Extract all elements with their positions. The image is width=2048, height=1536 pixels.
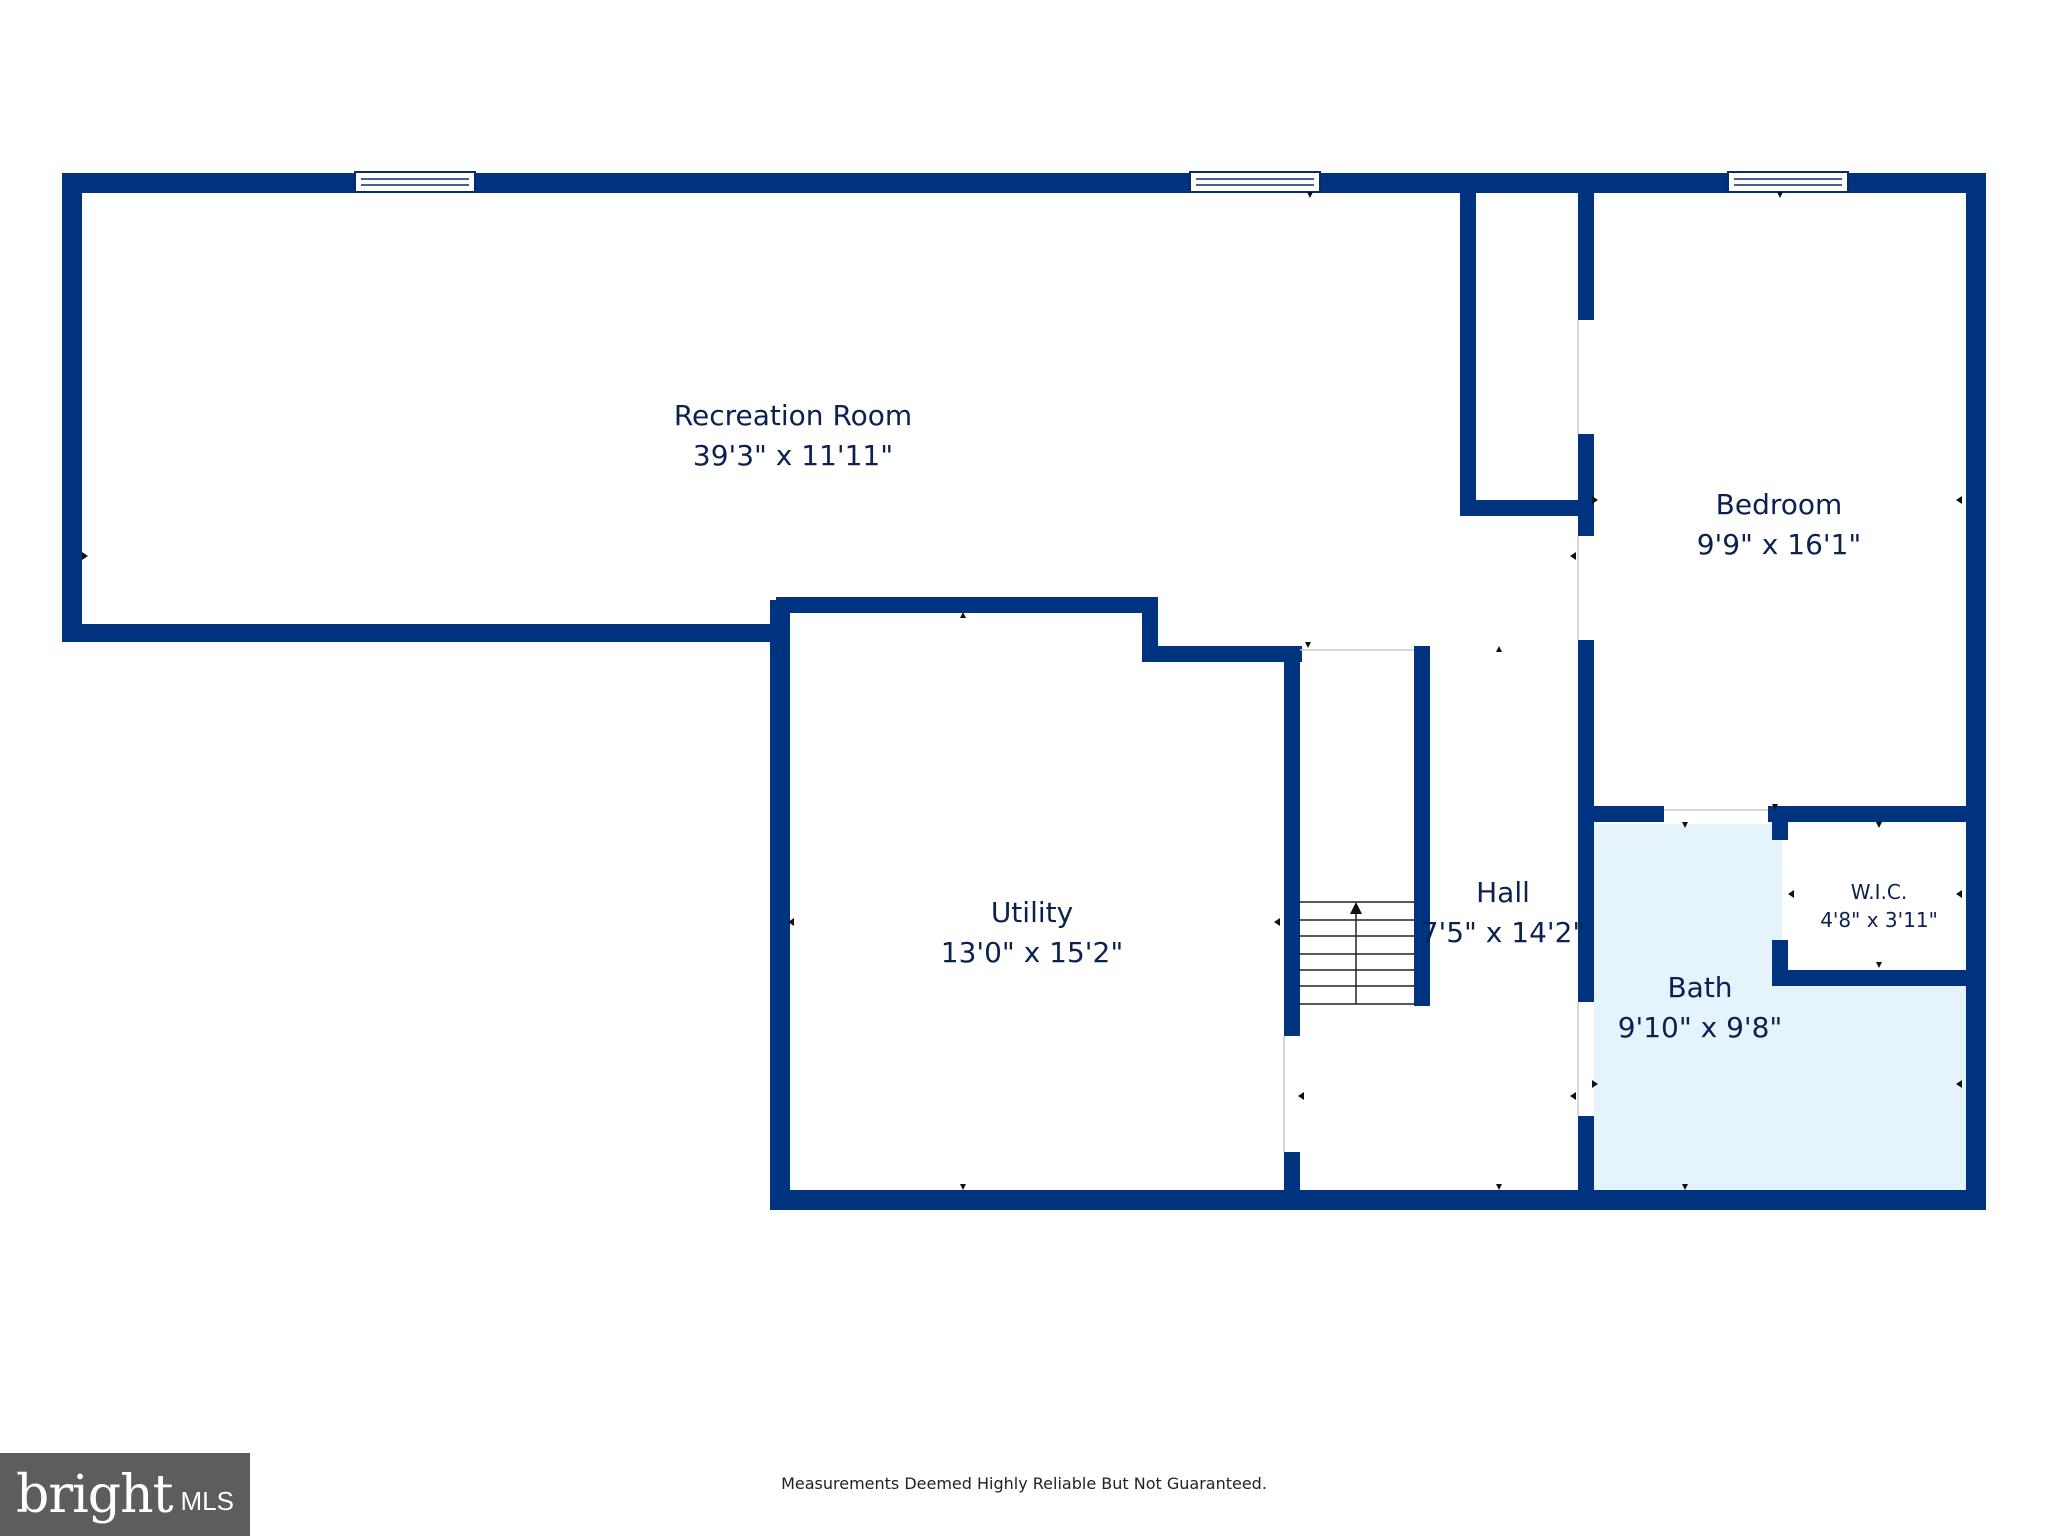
bath-floor — [1594, 824, 1968, 1190]
door-openings — [1283, 320, 1768, 1152]
bedroom-name: Bedroom — [1716, 488, 1843, 521]
utility-size: 13'0" x 15'2" — [941, 936, 1123, 969]
door-marker-icon — [82, 192, 1962, 1190]
recreation-room-name: Recreation Room — [674, 399, 912, 432]
bright-mls-logo: bright MLS — [0, 1453, 250, 1536]
window-icon — [1727, 171, 1849, 193]
bedroom-size: 9'9" x 16'1" — [1697, 528, 1862, 561]
hall-size: 7'5" x 14'2" — [1421, 916, 1586, 949]
measurement-disclaimer: Measurements Deemed Highly Reliable But … — [781, 1474, 1267, 1493]
utility-name: Utility — [991, 896, 1073, 929]
window-icon — [354, 171, 476, 193]
bath-name: Bath — [1667, 971, 1732, 1004]
bath-size: 9'10" x 9'8" — [1618, 1011, 1783, 1044]
wic-name: W.I.C. — [1851, 880, 1907, 904]
window-icon — [1189, 171, 1321, 193]
wic-size: 4'8" x 3'11" — [1820, 908, 1938, 932]
stairs-icon — [1298, 901, 1414, 1005]
logo-brand: bright — [16, 1464, 173, 1525]
recreation-room-size: 39'3" x 11'11" — [693, 439, 893, 472]
logo-mls: MLS — [180, 1486, 234, 1516]
walls — [62, 173, 1986, 1210]
hall-name: Hall — [1476, 876, 1530, 909]
